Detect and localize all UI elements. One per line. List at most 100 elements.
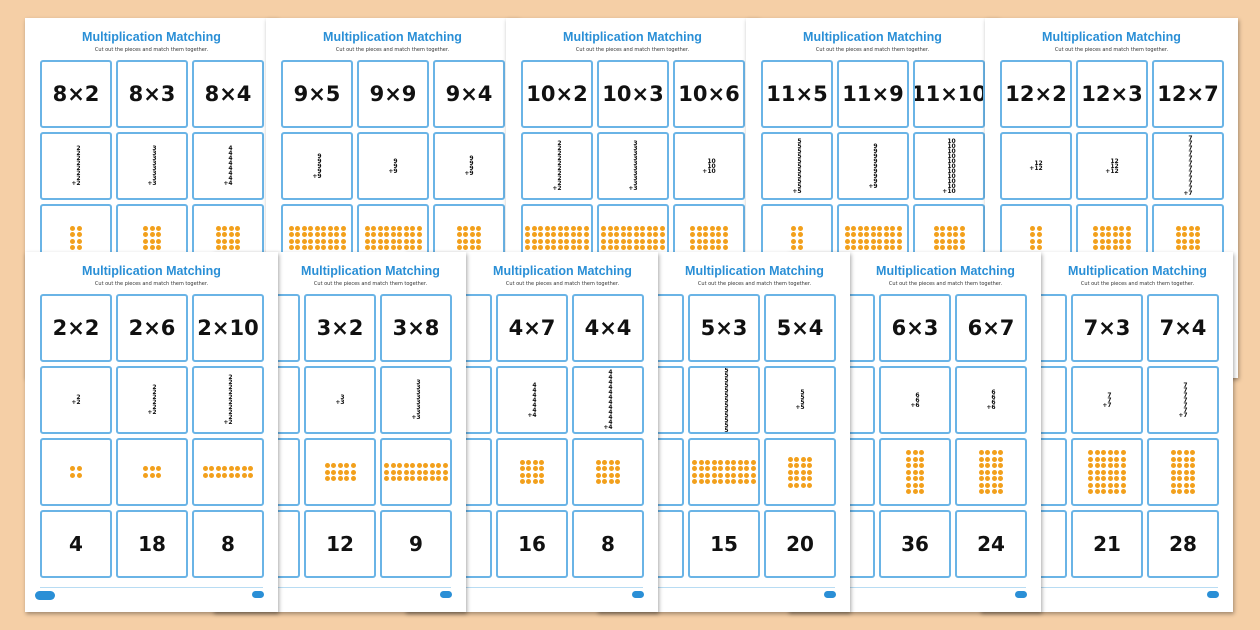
array-dot <box>615 479 621 485</box>
array-dot <box>731 472 737 478</box>
array-dot <box>857 225 863 231</box>
card: 5 5 5 +5 <box>764 366 836 434</box>
array-dot <box>919 482 924 488</box>
array-dot <box>646 238 652 244</box>
array-dot <box>877 232 882 238</box>
array-dot <box>295 238 300 244</box>
array-dot <box>442 469 448 475</box>
array-dot <box>416 463 422 468</box>
array-dot <box>1190 482 1196 488</box>
array-dot <box>1088 463 1094 468</box>
array-dot <box>787 476 793 481</box>
array-dot <box>620 232 626 238</box>
array-dot <box>1114 469 1120 475</box>
array-dot <box>532 479 538 485</box>
array-dot <box>1036 225 1042 231</box>
array-dot <box>724 466 730 472</box>
array-dot <box>397 232 402 238</box>
array-dot <box>1125 225 1131 231</box>
array-dot <box>985 456 991 462</box>
array-dot <box>519 472 525 478</box>
array-dot <box>696 232 702 238</box>
array-dot <box>1190 463 1196 468</box>
array-dot <box>228 472 234 478</box>
array-dot <box>744 466 750 472</box>
dot-array <box>1088 450 1126 494</box>
array-dot <box>614 225 620 231</box>
repeated-addition: 5 5 5 +5 <box>795 389 805 411</box>
multiplication-expression: 6×3 <box>891 316 939 340</box>
array-dot <box>633 232 639 238</box>
array-dot <box>906 489 911 494</box>
array-dot <box>912 450 918 455</box>
dot-array <box>978 450 1004 494</box>
multiplication-expression: 11×9 <box>842 82 904 106</box>
array-dot <box>946 225 952 231</box>
array-dot <box>76 225 82 231</box>
array-dot <box>1119 232 1125 238</box>
array-dot <box>718 479 724 485</box>
array-dot <box>539 472 545 478</box>
array-dot <box>912 482 918 488</box>
array-dot <box>76 466 82 472</box>
card: 28 <box>1147 510 1219 578</box>
array-dot <box>627 232 633 238</box>
array-dot <box>1195 245 1201 251</box>
worksheet-title: Multiplication Matching <box>82 30 221 44</box>
array-dot <box>794 463 800 468</box>
worksheet-title: Multiplication Matching <box>803 30 942 44</box>
array-dot <box>1094 489 1100 494</box>
array-dot <box>469 238 475 244</box>
array-dot <box>919 450 924 455</box>
array-dot <box>215 232 221 238</box>
card: 3 3 3 3 3 3 3 +3 <box>380 366 452 434</box>
array-dot <box>143 238 148 244</box>
array-dot <box>390 238 396 244</box>
repeated-addition: 9 9 9 9 +9 <box>312 152 322 180</box>
worksheet-subtitle: Cut out the pieces and match them togeth… <box>888 281 1003 287</box>
array-dot <box>709 232 715 238</box>
answer-number: 24 <box>977 532 1005 556</box>
array-dot <box>403 225 409 231</box>
array-dot <box>933 225 939 231</box>
dot-array <box>1093 225 1131 251</box>
array-dot <box>314 225 320 231</box>
card: 18 <box>116 510 188 578</box>
array-dot <box>1120 463 1126 468</box>
array-dot <box>531 245 537 251</box>
array-dot <box>607 225 613 231</box>
card: 3×8 <box>380 294 452 362</box>
multiplication-expression: 10×6 <box>678 82 740 106</box>
array-dot <box>531 232 537 238</box>
footer-divider <box>803 587 1026 588</box>
card: 4×7 <box>496 294 568 362</box>
array-dot <box>1030 225 1036 231</box>
array-dot <box>991 476 997 481</box>
card: 8 <box>192 510 264 578</box>
array-dot <box>877 225 882 231</box>
array-dot <box>800 476 806 481</box>
array-dot <box>633 225 639 231</box>
array-dot <box>456 225 462 231</box>
array-dot <box>538 238 544 244</box>
array-dot <box>222 225 228 231</box>
array-dot <box>228 466 234 472</box>
card: 4 4 4 4 4 4 +4 <box>496 366 568 434</box>
array-dot <box>906 476 911 481</box>
array-dot <box>1175 232 1181 238</box>
array-dot <box>659 225 665 231</box>
array-dot <box>851 245 856 251</box>
array-dot <box>601 238 607 244</box>
array-dot <box>321 225 326 231</box>
array-dot <box>1101 463 1107 468</box>
array-dot <box>557 238 563 244</box>
worksheet-subtitle: Cut out the pieces and match them togeth… <box>313 281 428 287</box>
array-dot <box>334 245 339 251</box>
array-dot <box>222 232 228 238</box>
card: 10 10 10 10 10 10 10 10 10 10 +10 <box>913 132 985 200</box>
dot-array <box>601 225 665 251</box>
twinkl-small-logo-icon <box>632 591 644 598</box>
array-dot <box>1101 476 1107 481</box>
array-dot <box>870 232 876 238</box>
array-dot <box>794 456 800 462</box>
